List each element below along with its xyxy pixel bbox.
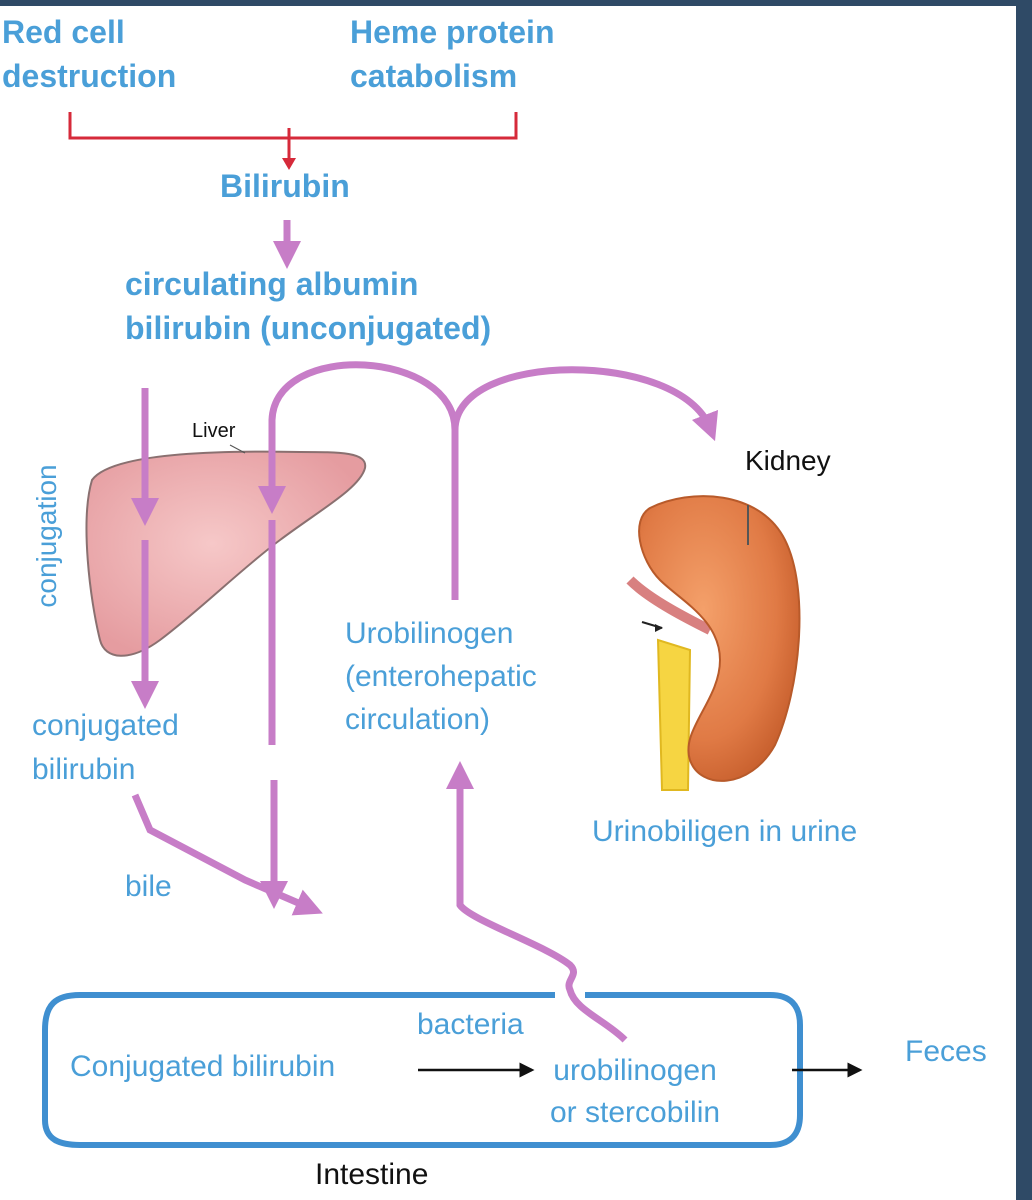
liver-label-pointer: [229, 444, 246, 454]
label-circulating: circulating albumin bilirubin (unconjuga…: [125, 266, 492, 346]
label-heme: Heme protein catabolism: [350, 14, 555, 94]
arrow-enterohepatic-loop: [258, 361, 459, 600]
label-intestine: Intestine: [315, 1158, 429, 1191]
label-intestine-urobilinogen: urobilinogen or stercobilin: [550, 1054, 721, 1129]
label-red-cell: Red cell destruction: [2, 14, 177, 94]
label-bacteria: bacteria: [417, 1008, 524, 1041]
label-urobilinogen-enterohepatic: Urobilinogen (enterohepatic circulation): [345, 617, 537, 736]
frame-top-border: [0, 0, 1032, 6]
label-intestine-conjugated: Conjugated bilirubin: [70, 1050, 336, 1083]
frame-right-border: [1016, 0, 1032, 1200]
arrow-to-kidney: [451, 366, 718, 442]
label-conjugation: conjugation: [31, 464, 62, 608]
arrow-reabsorption: [446, 761, 628, 1043]
label-bilirubin: Bilirubin: [220, 168, 350, 204]
kidney-graphic: [626, 495, 801, 791]
label-bile: bile: [125, 870, 172, 903]
label-kidney: Kidney: [745, 445, 831, 476]
label-urine: Urinobiligen in urine: [592, 815, 858, 848]
liver-shape: [85, 450, 367, 657]
source-bracket: [68, 112, 518, 170]
label-feces: Feces: [905, 1035, 987, 1068]
label-liver: Liver: [192, 420, 236, 442]
intestine-box: [42, 992, 803, 1148]
label-conjugated-bilirubin: conjugated bilirubin: [32, 709, 179, 786]
